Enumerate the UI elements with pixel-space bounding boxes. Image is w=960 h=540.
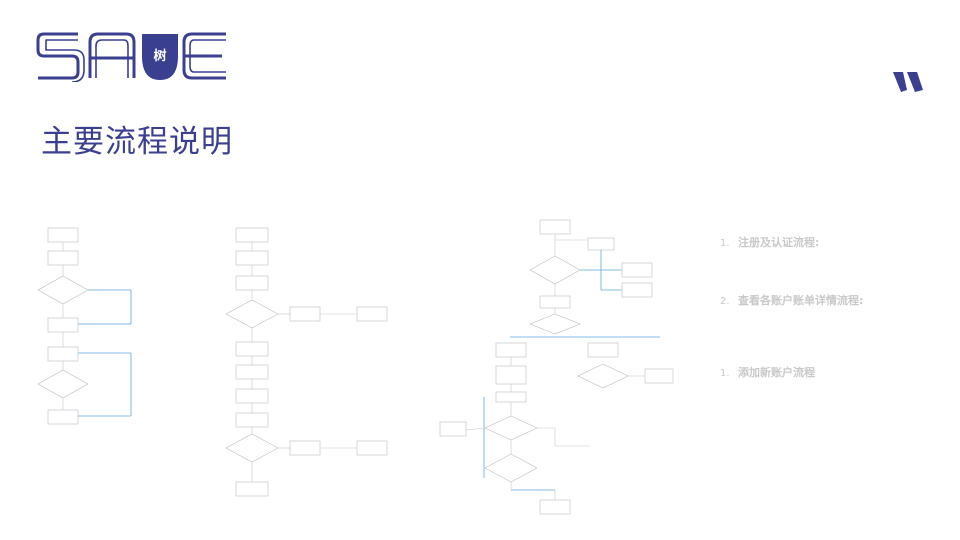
step-label: 注册及认证流程: [738, 236, 820, 249]
step-number: 1. [720, 238, 730, 249]
step-item-add-account: 1. 添加新账户流程 [720, 364, 815, 380]
double-slash-icon [893, 72, 923, 92]
step-item-registration: 1. 注册及认证流程: [720, 234, 819, 250]
flowchart-add-account [439, 219, 674, 515]
step-label: 查看各账户账单详情流程: [738, 294, 864, 307]
step-number: 2. [720, 296, 730, 307]
flowchart-registration [37, 227, 132, 425]
logo-badge-char: 树 [153, 48, 166, 64]
page-title: 主要流程说明 [41, 124, 233, 160]
v-badge [142, 34, 178, 80]
step-label: 添加新账户流程 [738, 366, 815, 379]
step-number: 1. [720, 368, 730, 379]
save-logo: 树 [36, 32, 226, 82]
step-item-view-bills: 2. 查看各账户账单详情流程: [720, 292, 863, 308]
flowchart-view-bills [225, 227, 388, 497]
